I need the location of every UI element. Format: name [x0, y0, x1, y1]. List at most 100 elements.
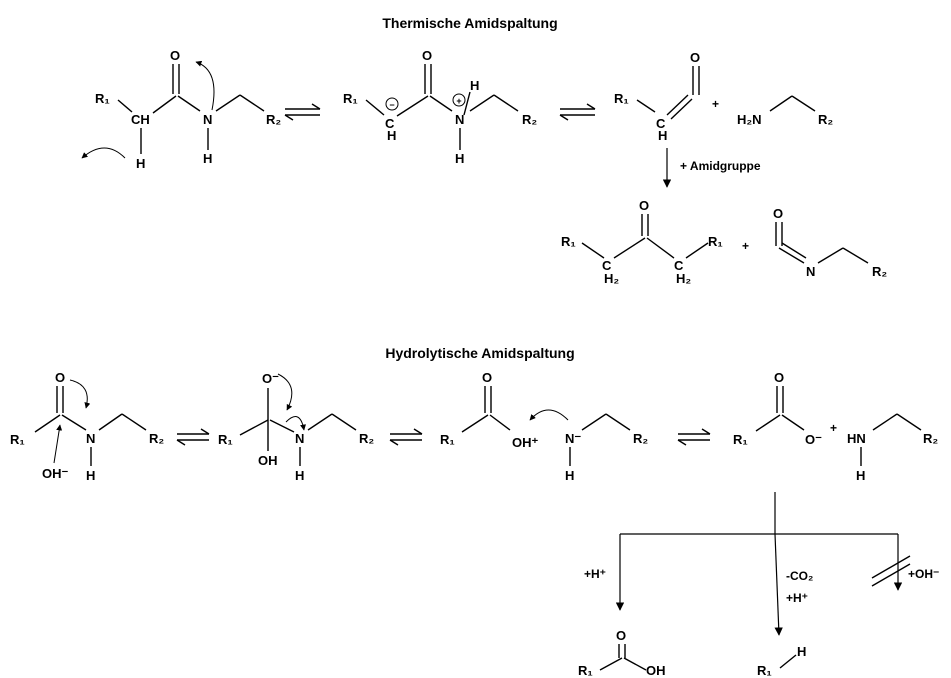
atom-o: O	[482, 370, 492, 385]
atom-c: C	[656, 116, 666, 131]
atom-o: O	[690, 50, 700, 65]
atom-h: H	[203, 151, 212, 166]
atom-r1: R₁	[343, 91, 358, 106]
atom-r1: R₁	[733, 432, 748, 447]
atom-h: H	[455, 151, 464, 166]
title-hydrolytic: Hydrolytische Amidspaltung	[385, 345, 574, 361]
charge-symbol: +	[456, 96, 461, 106]
atom-r2: R₂	[923, 431, 938, 446]
atom-r1: R₁	[614, 91, 629, 106]
atom-h2: H₂	[604, 271, 619, 286]
tetrahedral-intermediate: O⁻ R₁ OH N H R₂	[218, 371, 374, 483]
atom-r2: R₂	[633, 431, 648, 446]
ketene-product: R₁ C H O	[614, 50, 700, 143]
hydrolytic-amide-reactant: O R₁ N H R₂ OH⁻	[10, 370, 164, 483]
label-plus-h: +H⁺	[584, 567, 606, 581]
label-amidgruppe: + Amidgruppe	[680, 159, 761, 173]
atom-r2: R₂	[872, 264, 887, 279]
atom-n: N	[806, 264, 815, 279]
atom-r2: R₂	[149, 431, 164, 446]
atom-o: O	[422, 48, 432, 63]
curved-arrow	[81, 147, 126, 159]
atom-r1: R₁	[440, 432, 455, 447]
atom-o: O	[773, 206, 783, 221]
atom-n: N	[455, 112, 464, 127]
atom-n: N	[295, 431, 304, 446]
equilibrium-arrow	[284, 103, 321, 121]
carboxylate-product: O R₁ O⁻	[733, 370, 822, 447]
atom-n: N	[86, 431, 95, 446]
atom-oh-plus: OH⁺	[512, 435, 539, 450]
curved-arrow	[69, 379, 91, 409]
atom-oh: OH	[646, 663, 666, 678]
alkane-product: R₁ H	[757, 644, 806, 678]
thermal-amide-reactant: R₁ CH H O N H R₂	[81, 48, 281, 171]
atom-r1: R₁	[708, 234, 723, 249]
atom-r1: R₁	[561, 234, 576, 249]
atom-r1: R₁	[95, 91, 110, 106]
atom-h2n: H₂N	[737, 112, 762, 127]
atom-h: H	[387, 128, 396, 143]
label-plus-oh: +OH⁻	[908, 567, 939, 581]
atom-h: H	[797, 644, 806, 659]
atom-hn: HN	[847, 431, 866, 446]
ketone-product: R₁ C H₂ O C H₂ R₁	[561, 198, 723, 286]
equilibrium-arrow	[389, 428, 423, 446]
atom-h: H	[856, 468, 865, 483]
atom-n: N	[203, 112, 212, 127]
atom-o: O	[55, 370, 65, 385]
atom-r2: R₂	[522, 112, 537, 127]
negative-charge	[385, 97, 399, 111]
atom-h: H	[136, 156, 145, 171]
atom-o-minus: O⁻	[805, 432, 822, 447]
isocyanate-product: O N R₂	[773, 206, 887, 279]
curved-arrow	[277, 373, 293, 411]
atom-h: H	[86, 468, 95, 483]
title-thermal: Thermische Amidspaltung	[382, 15, 557, 31]
curved-arrow	[529, 409, 569, 421]
atom-r2: R₂	[266, 112, 281, 127]
atom-h2: H₂	[676, 271, 691, 286]
label-plus-h-2: +H⁺	[786, 591, 808, 605]
amine-product: H₂N R₂	[737, 95, 833, 127]
amine-product-hydrolysis: HN H R₂	[847, 413, 938, 483]
atom-c: C	[385, 116, 395, 131]
acid-anion-intermediate: O R₁ OH⁺ N⁻ H R₂	[440, 370, 648, 483]
branching-arrows	[615, 492, 911, 636]
plus-sign: +	[830, 421, 837, 435]
atom-oh: OH	[258, 453, 278, 468]
plus-sign: +	[742, 239, 749, 253]
atom-o: O	[170, 48, 180, 63]
atom-o-minus: O⁻	[262, 371, 279, 386]
atom-r1: R₁	[218, 432, 233, 447]
curved-arrow	[285, 416, 306, 431]
thermal-zwitterion: R₁ − C H O + N H H R₂	[343, 48, 537, 166]
positive-charge	[452, 93, 466, 107]
atom-o: O	[639, 198, 649, 213]
curved-arrow	[53, 424, 63, 464]
equilibrium-arrow	[677, 428, 711, 446]
atom-o: O	[774, 370, 784, 385]
atom-oh-minus: OH⁻	[42, 466, 69, 481]
charge-symbol: −	[389, 100, 394, 110]
atom-ch: CH	[131, 112, 150, 127]
atom-o: O	[616, 628, 626, 643]
atom-r1: R₁	[10, 432, 25, 447]
atom-r2: R₂	[359, 431, 374, 446]
label-minus-co2: -CO₂	[786, 569, 813, 583]
carboxylic-acid-product: O R₁ OH	[578, 628, 666, 678]
plus-sign: +	[712, 97, 719, 111]
atom-h: H	[470, 78, 479, 93]
atom-r1: R₁	[757, 663, 772, 678]
atom-h: H	[565, 468, 574, 483]
equilibrium-arrow	[176, 428, 210, 446]
curved-arrow	[195, 60, 215, 111]
atom-h: H	[658, 128, 667, 143]
atom-r2: R₂	[818, 112, 833, 127]
atom-c: C	[674, 258, 684, 273]
atom-n-minus: N⁻	[565, 431, 581, 446]
equilibrium-arrow	[559, 103, 596, 121]
atom-r1: R₁	[578, 663, 593, 678]
atom-c: C	[602, 258, 612, 273]
